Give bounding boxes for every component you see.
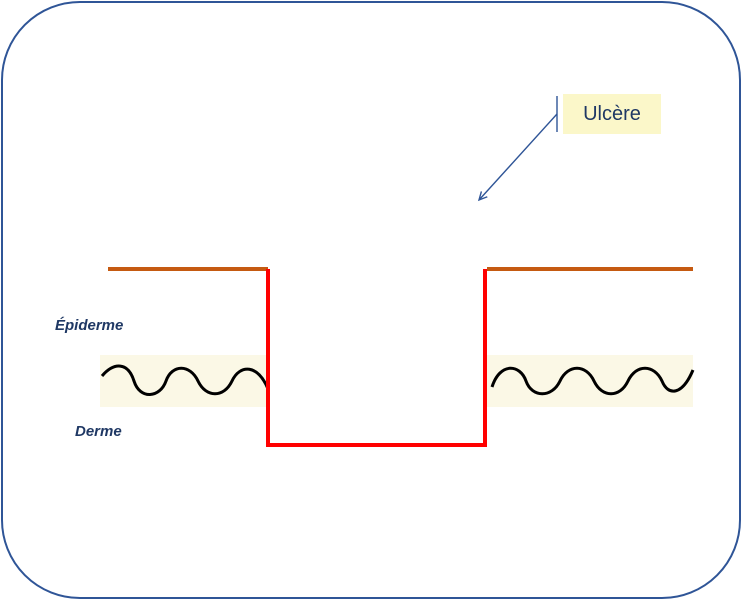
junction-wave-right	[490, 366, 695, 396]
junction-band-left	[100, 355, 268, 407]
junction-wave-left	[100, 364, 270, 396]
junction-band-right	[487, 355, 693, 407]
epidermis-label: Épiderme	[55, 317, 124, 334]
ulcer-callout-label: Ulcère	[583, 102, 641, 125]
callout-arrow	[479, 113, 558, 200]
ulcer-callout: Ulcère	[563, 94, 661, 134]
ulcer-outline	[266, 269, 487, 447]
dermis-label: Derme	[75, 423, 122, 440]
